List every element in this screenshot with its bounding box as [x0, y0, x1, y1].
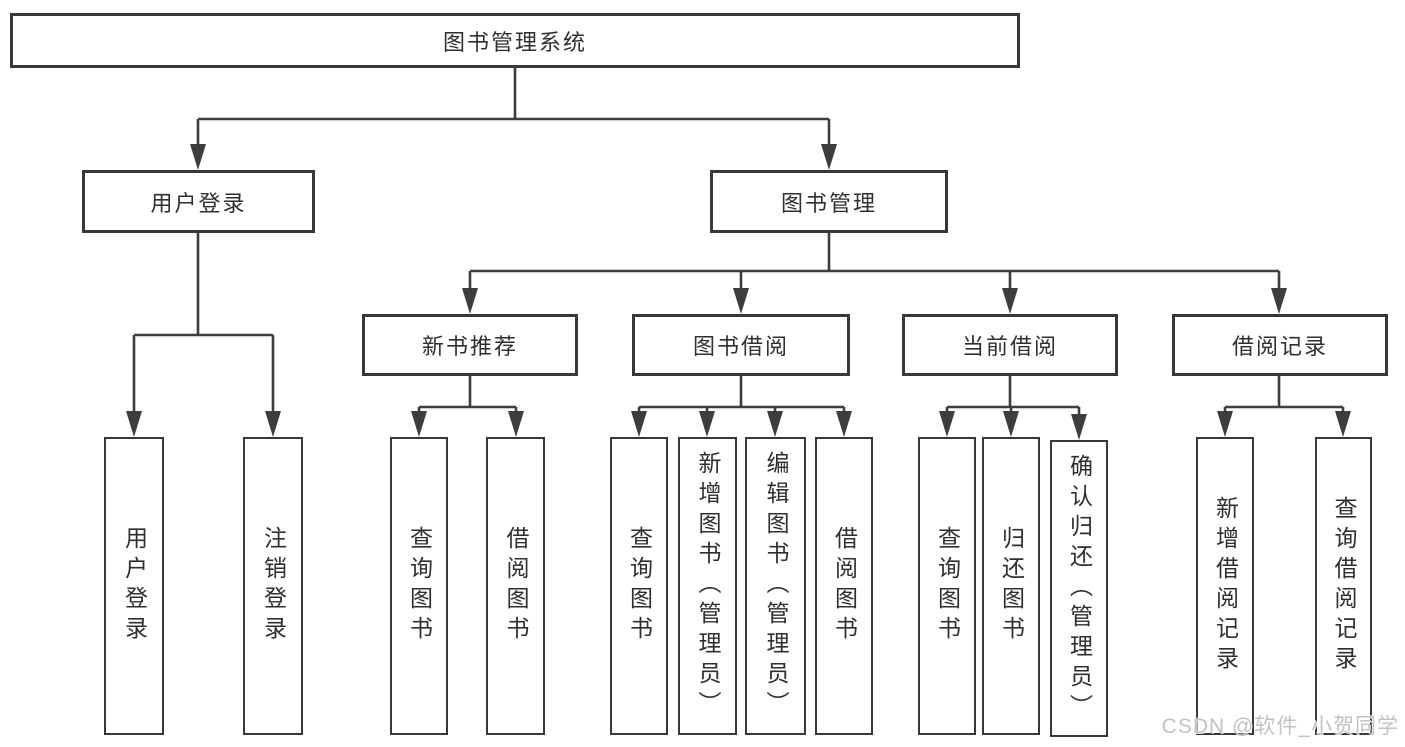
- leaf-query-borrow-record: 查询借阅记录: [1315, 437, 1372, 735]
- leaf-logout: 注销登录: [243, 437, 303, 735]
- leaf-query-books-borrow-label: 查询图书: [626, 526, 653, 646]
- node-new-book-recommend: 新书推荐: [362, 314, 578, 376]
- node-borrow-records-label: 借阅记录: [1231, 334, 1328, 359]
- leaf-query-books-recommend: 查询图书: [390, 437, 448, 735]
- leaf-query-books-recommend-label: 查询图书: [406, 526, 433, 646]
- leaf-edit-book-admin: 编辑图书（管理员）: [745, 437, 806, 735]
- node-current-borrow: 当前借阅: [902, 314, 1118, 376]
- node-user-login: 用户登录: [82, 170, 315, 233]
- leaf-logout-label: 注销登录: [260, 526, 287, 646]
- leaf-user-login-label: 用户登录: [121, 526, 148, 646]
- leaf-user-login: 用户登录: [104, 437, 164, 735]
- leaf-borrow-books-recommend: 借阅图书: [486, 437, 545, 735]
- connector-bookmgmt-to-level3: [468, 233, 1281, 293]
- node-book-borrow: 图书借阅: [632, 314, 850, 376]
- leaf-query-books-current-label: 查询图书: [934, 526, 961, 646]
- leaf-return-book-label: 归还图书: [998, 526, 1025, 646]
- connector-userlogin-to-leaves: [132, 233, 275, 416]
- leaf-borrow-books: 借阅图书: [815, 437, 873, 735]
- leaf-add-borrow-record: 新增借阅记录: [1196, 437, 1254, 735]
- leaf-edit-book-admin-label: 编辑图书（管理员）: [763, 451, 789, 721]
- node-book-borrow-label: 图书借阅: [692, 334, 789, 359]
- connector-root-to-level2: [196, 68, 831, 150]
- node-new-book-recommend-label: 新书推荐: [421, 334, 518, 359]
- node-book-management: 图书管理: [710, 170, 948, 233]
- leaf-borrow-books-recommend-label: 借阅图书: [503, 526, 529, 646]
- leaf-return-book: 归还图书: [982, 437, 1040, 735]
- node-root-label: 图书管理系统: [442, 29, 587, 55]
- leaf-add-borrow-record-label: 新增借阅记录: [1212, 496, 1239, 676]
- node-root: 图书管理系统: [10, 13, 1020, 68]
- leaf-query-books-current: 查询图书: [918, 437, 976, 735]
- node-borrow-records: 借阅记录: [1172, 314, 1388, 376]
- node-current-borrow-label: 当前借阅: [961, 334, 1058, 359]
- node-book-management-label: 图书管理: [780, 190, 877, 216]
- leaf-add-book-admin-label: 新增图书（管理员）: [695, 451, 721, 721]
- node-user-login-label: 用户登录: [150, 190, 247, 216]
- leaf-confirm-return-admin-label: 确认归还（管理员）: [1066, 453, 1093, 724]
- leaf-confirm-return-admin: 确认归还（管理员）: [1050, 440, 1108, 737]
- connector-borrow-to-leaves: [637, 376, 846, 416]
- leaf-query-borrow-record-label: 查询借阅记录: [1331, 496, 1357, 676]
- connector-recommend-to-leaves: [417, 376, 518, 416]
- leaf-query-books-borrow: 查询图书: [610, 437, 668, 735]
- watermark: CSDN @软件_小贺同学: [1161, 715, 1399, 738]
- leaf-add-book-admin: 新增图书（管理员）: [678, 437, 737, 735]
- leaf-borrow-books-label: 借阅图书: [831, 526, 858, 646]
- arrowheads: [126, 144, 1351, 440]
- connector-records-to-leaves: [1223, 376, 1345, 416]
